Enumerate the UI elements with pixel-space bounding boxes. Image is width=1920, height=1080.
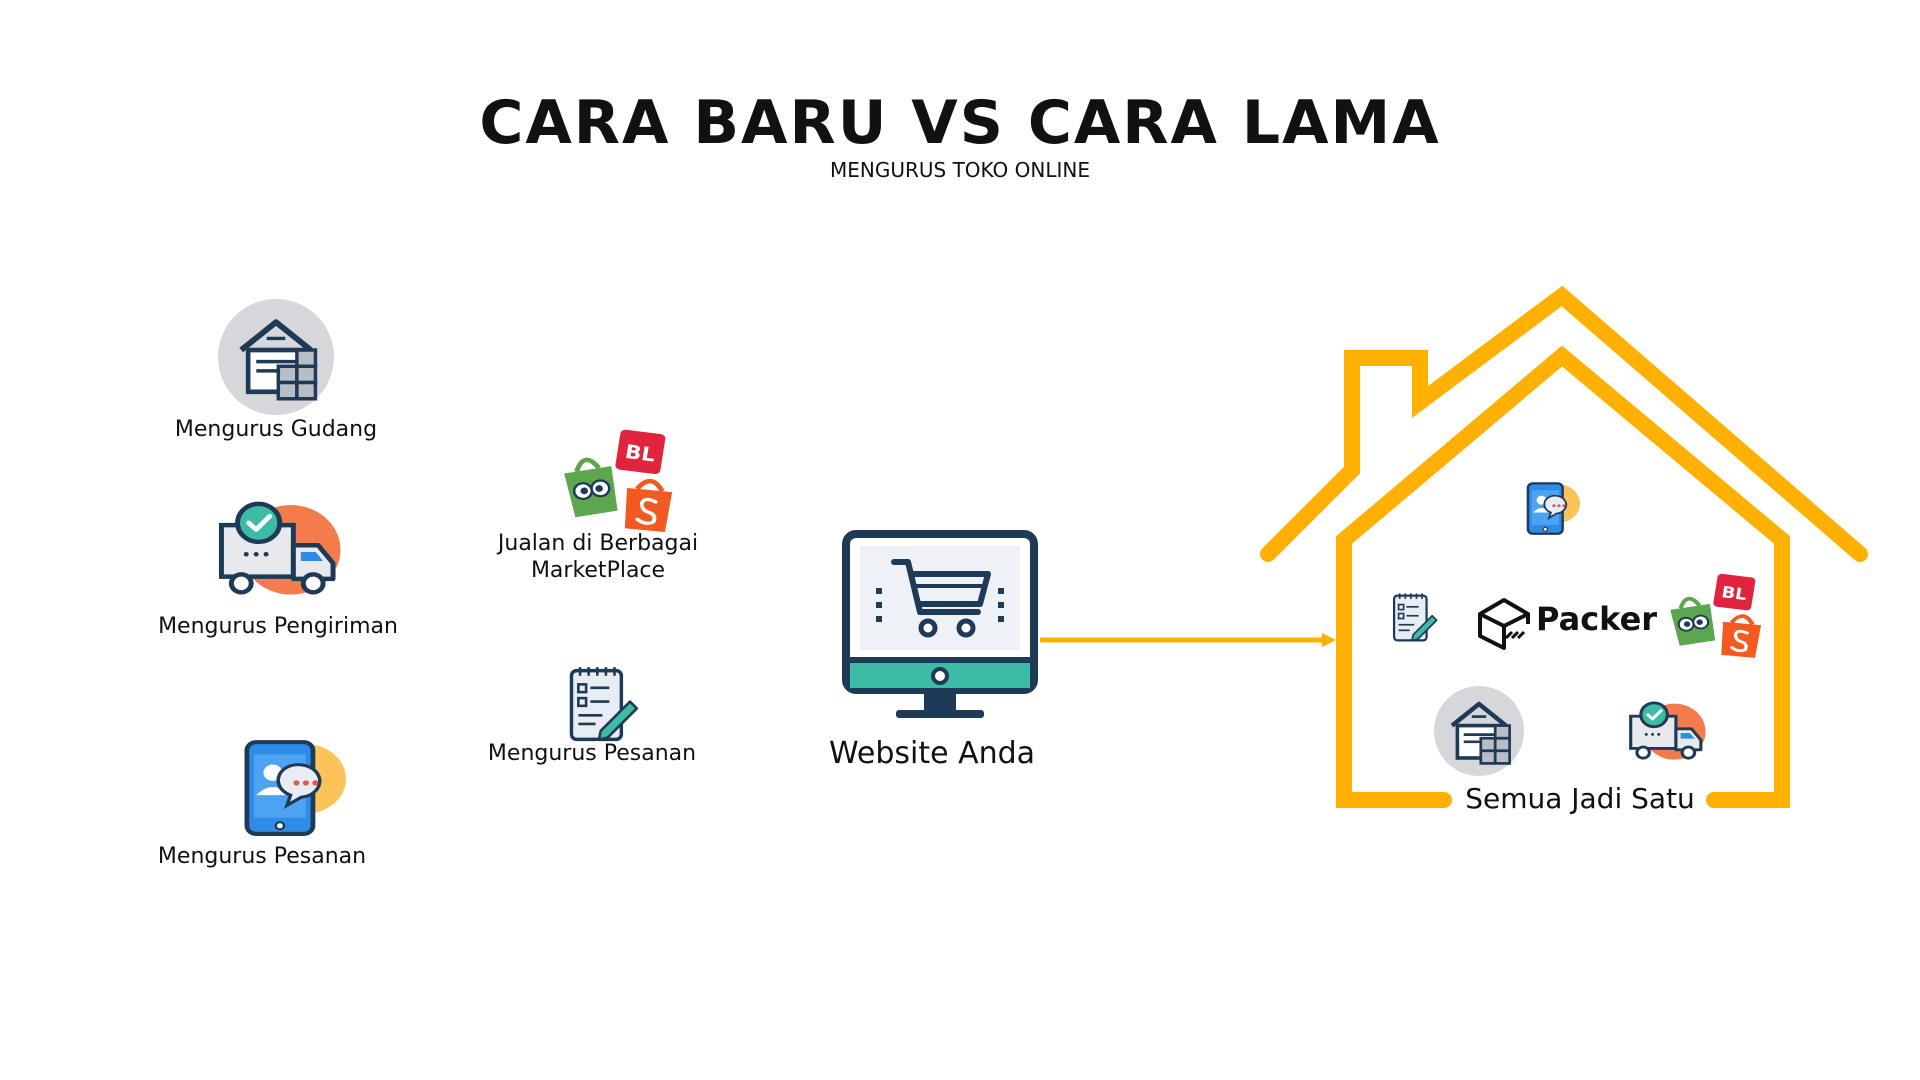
house-warehouse-icon bbox=[1434, 686, 1524, 776]
house-delivery-truck-icon bbox=[1629, 701, 1708, 762]
page-subtitle: MENGURUS TOKO ONLINE bbox=[830, 158, 1090, 182]
label-mengurus-pesanan-left: Mengurus Pesanan bbox=[157, 844, 367, 869]
delivery-truck-icon bbox=[214, 496, 338, 608]
page-title: CARA BARU VS CARA LAMA bbox=[479, 88, 1441, 158]
label-jualan-marketplace: Jualan di Berbagai MarketPlace bbox=[448, 530, 748, 584]
warehouse-icon bbox=[218, 299, 334, 415]
label-mengurus-pesanan-mid: Mengurus Pesanan bbox=[487, 741, 697, 766]
label-mengurus-gudang: Mengurus Gudang bbox=[174, 417, 378, 442]
marketplace-bags-icon bbox=[552, 425, 678, 537]
house-mobile-chat-icon bbox=[1526, 482, 1582, 536]
house-outline bbox=[1260, 285, 1868, 808]
packer-logo-icon bbox=[1478, 598, 1530, 650]
label-website-anda: Website Anda bbox=[828, 736, 1036, 771]
house-marketplace-bags-icon bbox=[1660, 570, 1766, 662]
arrow-to-house bbox=[1040, 633, 1336, 647]
house-order-list-icon bbox=[1392, 592, 1438, 642]
house-caption: Semua Jadi Satu bbox=[1465, 782, 1695, 815]
label-mengurus-pengiriman: Mengurus Pengiriman bbox=[158, 614, 398, 639]
order-list-icon bbox=[569, 665, 639, 742]
packer-brand-text: Packer bbox=[1536, 600, 1658, 638]
label-jualan-line2: MarketPlace bbox=[530, 558, 666, 583]
monitor-cart-icon bbox=[842, 530, 1038, 718]
label-jualan-line1: Jualan di Berbagai bbox=[497, 531, 699, 556]
mobile-chat-icon bbox=[228, 736, 346, 838]
